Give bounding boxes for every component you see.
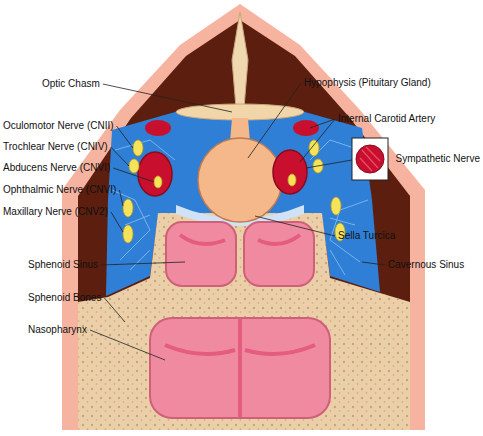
part-label: Hypophysis (Pituitary Gland) <box>304 77 431 89</box>
part-label: Sella Turcica <box>338 230 395 242</box>
nerve <box>154 176 162 188</box>
leader-line <box>103 84 232 112</box>
leader-line <box>119 190 123 206</box>
leader-line <box>111 147 129 166</box>
part-label: Ophthalmic Nerve (CNVI) <box>3 184 116 196</box>
hypophysis <box>198 138 282 222</box>
sinus-fold <box>180 235 300 244</box>
nasal-septum <box>165 318 315 418</box>
inset-stripes <box>360 147 380 171</box>
leader-line <box>248 83 301 158</box>
part-label: Trochlear Nerve (CNIV) <box>3 141 108 153</box>
nerve-bundles <box>123 140 345 243</box>
nerve <box>129 159 139 173</box>
carotid-left <box>138 152 172 196</box>
part-label: Internal Carotid Artery <box>338 113 435 125</box>
nerve <box>309 140 319 156</box>
leader-line <box>117 126 133 148</box>
carotid-right <box>273 150 307 194</box>
nerve <box>133 140 143 156</box>
crista <box>232 12 248 108</box>
part-label: Sympathetic Nerve <box>396 153 480 165</box>
nerve <box>123 225 133 243</box>
part-label: Nasopharynx <box>28 324 87 336</box>
carotid-top-right <box>293 120 319 136</box>
leader-line <box>300 119 335 162</box>
leader-line <box>113 168 154 182</box>
nerve <box>288 174 296 186</box>
nasopharynx <box>150 318 330 418</box>
leader-line <box>90 330 165 360</box>
bone-texture <box>78 213 410 430</box>
leader-line <box>362 262 385 265</box>
nerve <box>331 197 341 215</box>
inset-pointer <box>306 160 352 168</box>
part-label: Oculomotor Nerve (CNII) <box>3 120 114 132</box>
skin-outline <box>62 4 425 430</box>
sphenoid-sinus-right <box>244 222 314 286</box>
part-label: Sphenoid Sinus <box>28 259 98 271</box>
leader-line <box>104 298 125 322</box>
sphenoid-bone <box>78 213 410 430</box>
part-label: Optic Chasm <box>42 78 100 90</box>
part-label: Sphenoid Bones <box>28 292 101 304</box>
part-label: Maxillary Nerve (CNV2) <box>3 206 108 218</box>
leader-line <box>111 212 123 232</box>
leader-line <box>255 216 335 236</box>
inset-artery <box>356 145 384 173</box>
leader-line <box>101 262 185 265</box>
sphenoid-sinus-left <box>166 222 236 286</box>
nerve <box>123 199 133 217</box>
inset-box <box>352 138 388 180</box>
part-label: Cavernous Sinus <box>388 259 464 271</box>
cavernous-sinus-region <box>106 112 380 296</box>
carotid-top-left <box>145 120 171 136</box>
part-label: Abducens Nerve (CNVI) <box>3 162 110 174</box>
